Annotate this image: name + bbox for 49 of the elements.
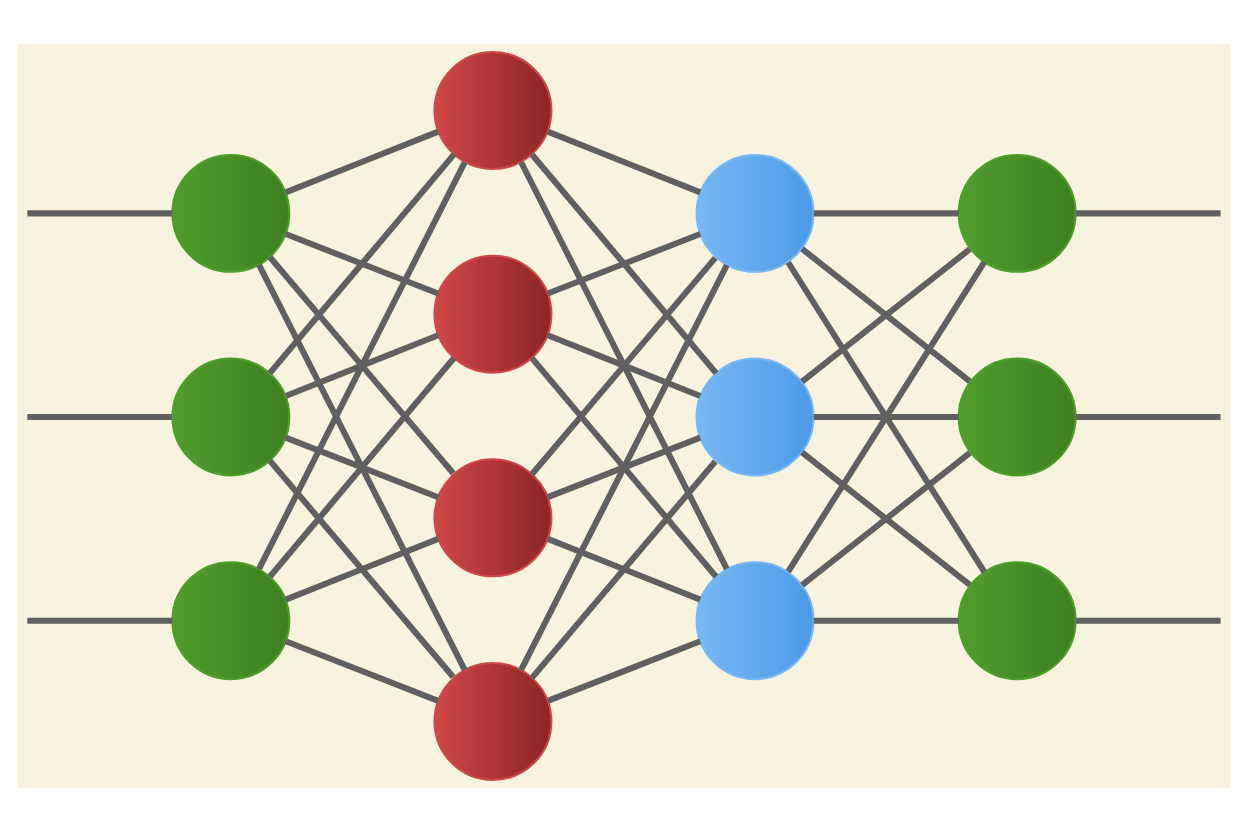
node-circle — [171, 152, 291, 272]
connector — [27, 616, 173, 623]
connector — [27, 209, 173, 216]
connector — [267, 355, 457, 578]
node-circle — [433, 50, 553, 169]
connector — [529, 355, 719, 578]
node-circle — [433, 253, 553, 373]
node-circle — [695, 152, 815, 272]
connector — [1075, 209, 1221, 216]
connector — [529, 254, 718, 476]
connector — [284, 230, 440, 296]
connector — [813, 616, 959, 623]
connector — [546, 230, 702, 296]
connector — [1075, 413, 1221, 420]
connector — [284, 127, 440, 195]
node-circle — [695, 560, 815, 680]
connector — [800, 449, 972, 587]
connector — [284, 433, 440, 499]
connector — [27, 413, 173, 420]
connector — [813, 209, 959, 216]
connector — [785, 259, 987, 573]
connector — [529, 151, 719, 375]
connector — [546, 331, 702, 398]
connector — [267, 254, 456, 475]
node-circle — [957, 560, 1077, 680]
connector — [546, 535, 702, 602]
node-circle — [957, 356, 1077, 476]
connector — [284, 637, 440, 703]
connector — [518, 159, 730, 570]
node-circle — [171, 560, 291, 680]
connector — [529, 458, 718, 679]
connector — [546, 433, 702, 499]
connector — [518, 262, 730, 671]
connector — [256, 160, 468, 570]
node-circle — [171, 356, 291, 476]
node-circle — [433, 457, 553, 577]
node-circle — [433, 661, 553, 780]
connector — [256, 262, 468, 671]
connector — [813, 413, 959, 420]
connector — [1075, 616, 1221, 623]
connector — [546, 127, 702, 195]
node-circle — [695, 356, 815, 476]
connector — [267, 457, 456, 678]
connector — [800, 245, 972, 383]
connector — [284, 535, 440, 602]
connector — [284, 331, 440, 398]
connector — [267, 151, 457, 375]
node-circle — [957, 152, 1077, 272]
connector — [546, 637, 702, 703]
